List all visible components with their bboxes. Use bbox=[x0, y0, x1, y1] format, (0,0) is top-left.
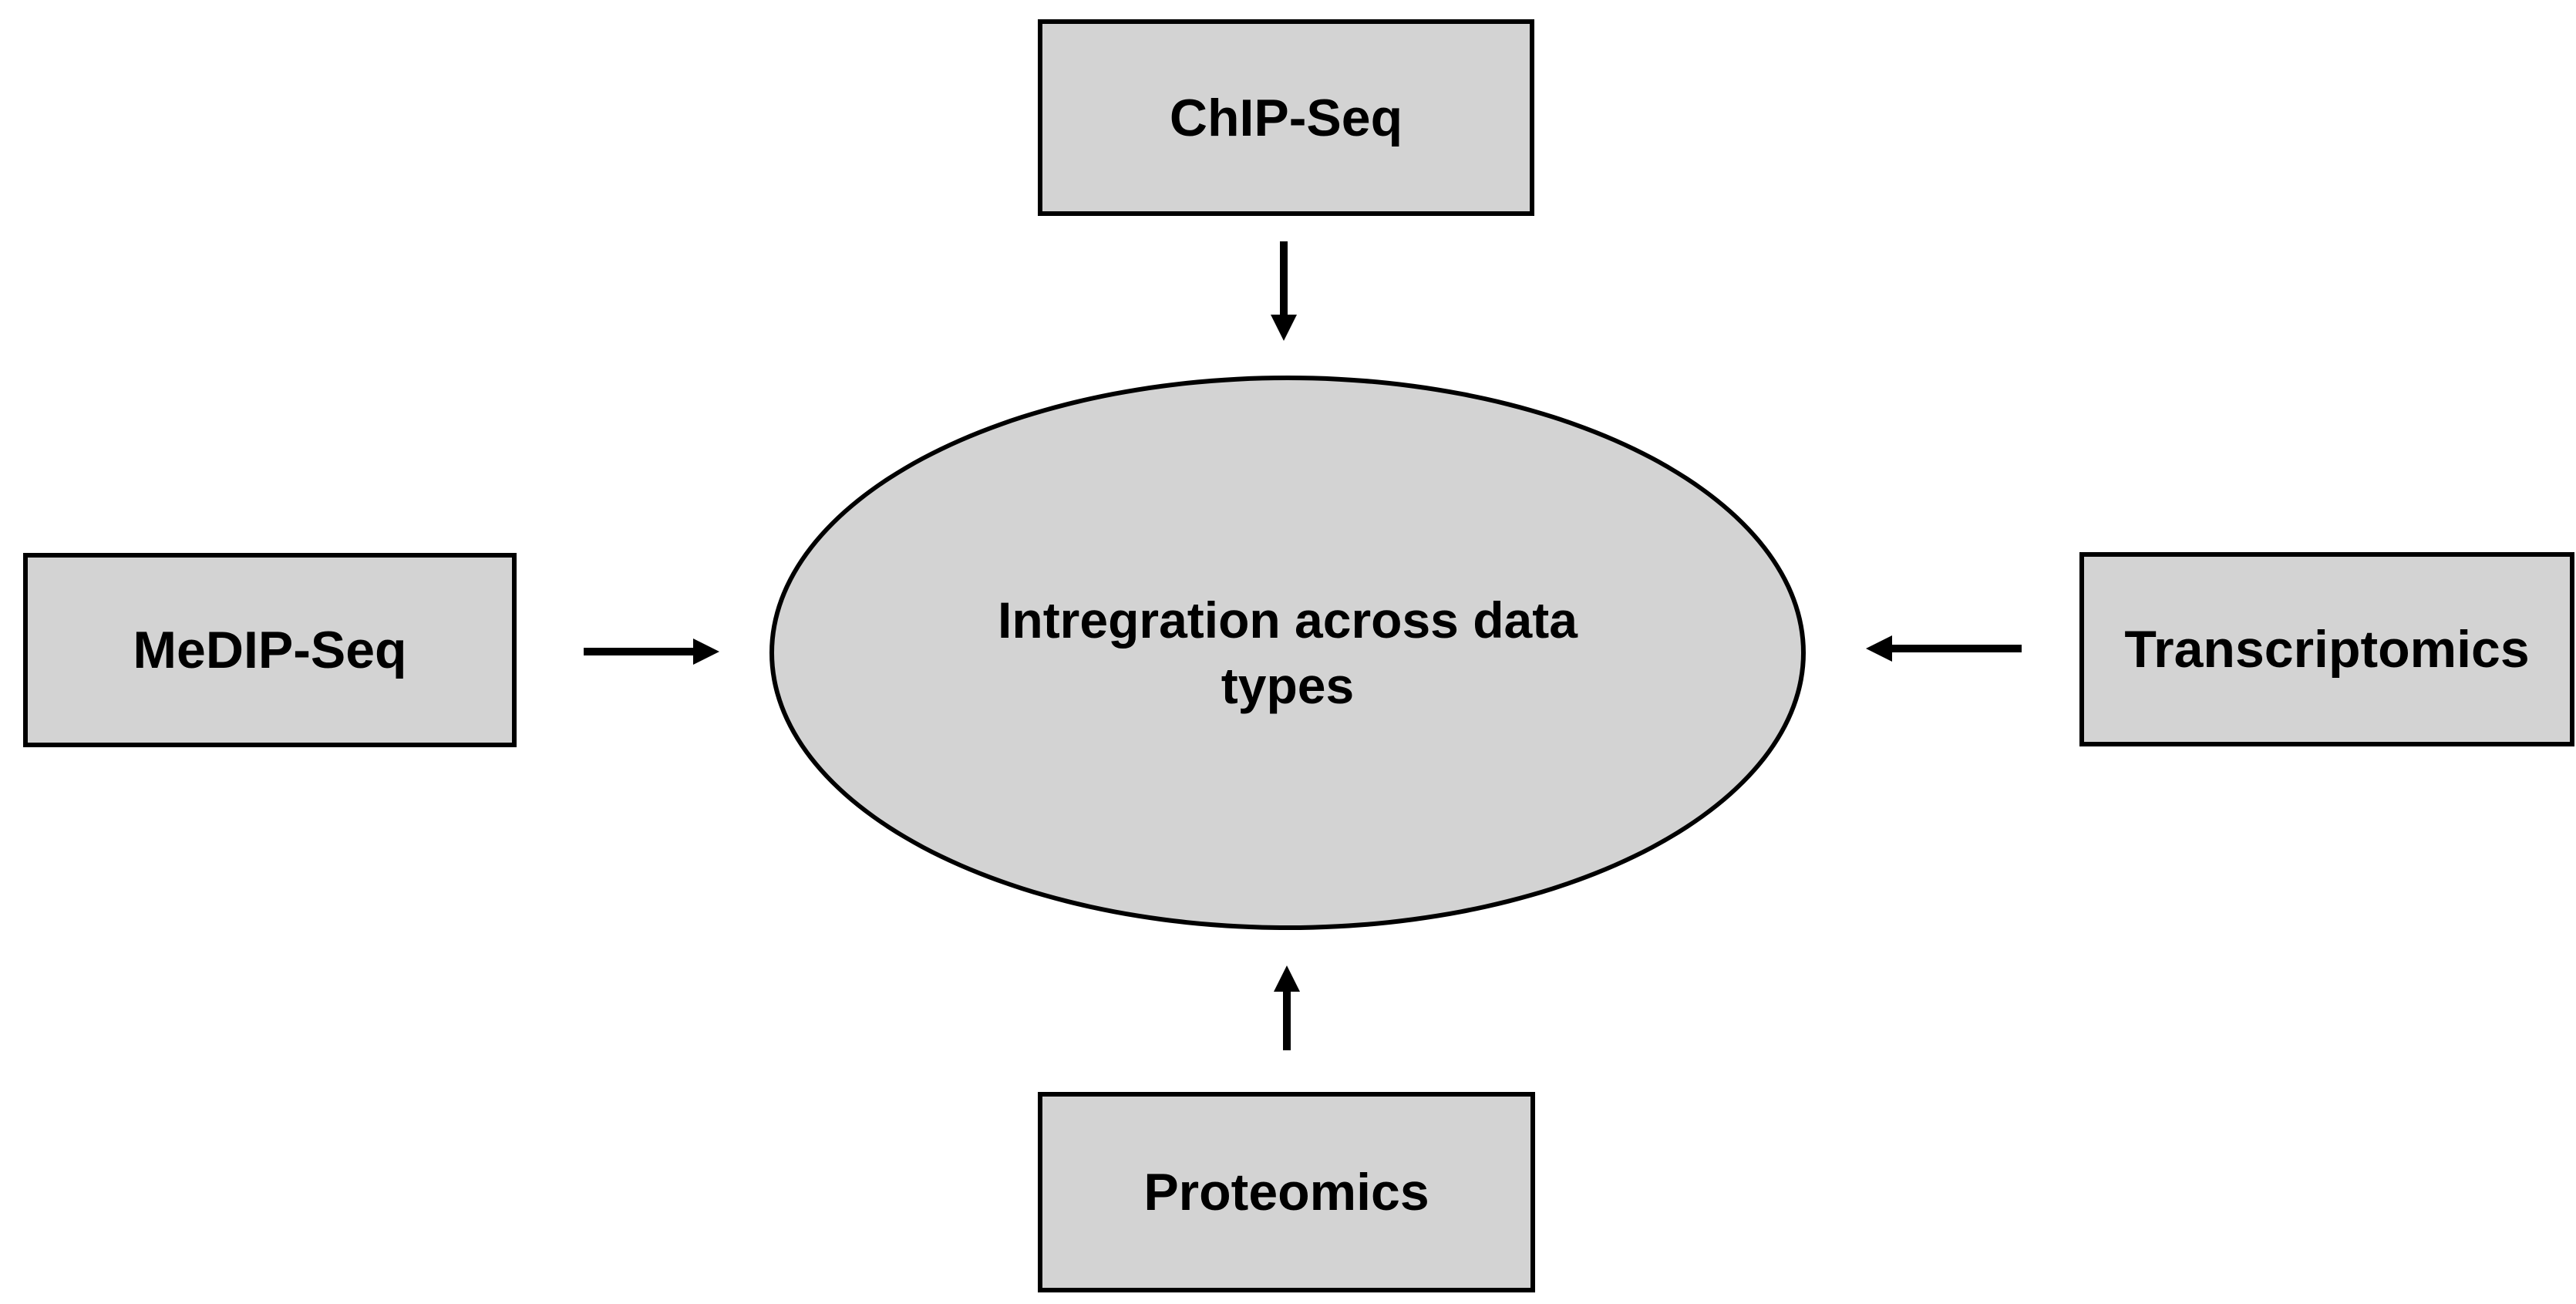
arrow-proteomics-to-center bbox=[1274, 965, 1300, 1050]
node-transcriptomics-label: Transcriptomics bbox=[2124, 620, 2530, 679]
node-chip-seq: ChIP-Seq bbox=[1038, 19, 1534, 216]
center-label-line1: Intregration across data bbox=[998, 591, 1578, 649]
node-transcriptomics: Transcriptomics bbox=[2079, 552, 2574, 746]
arrow-chipseq-to-center bbox=[1271, 241, 1297, 341]
node-medip-seq: MeDIP-Seq bbox=[23, 553, 517, 747]
arrow-transcriptomics-to-center bbox=[1866, 635, 2022, 662]
node-integration-center: Intregration across data types bbox=[769, 376, 1806, 930]
arrow-medipseq-to-center bbox=[584, 639, 719, 665]
center-label-line2: types bbox=[1221, 656, 1355, 714]
node-chip-seq-label: ChIP-Seq bbox=[1169, 88, 1403, 147]
node-proteomics-label: Proteomics bbox=[1143, 1163, 1429, 1221]
node-proteomics: Proteomics bbox=[1038, 1092, 1535, 1292]
node-medip-seq-label: MeDIP-Seq bbox=[133, 621, 407, 679]
